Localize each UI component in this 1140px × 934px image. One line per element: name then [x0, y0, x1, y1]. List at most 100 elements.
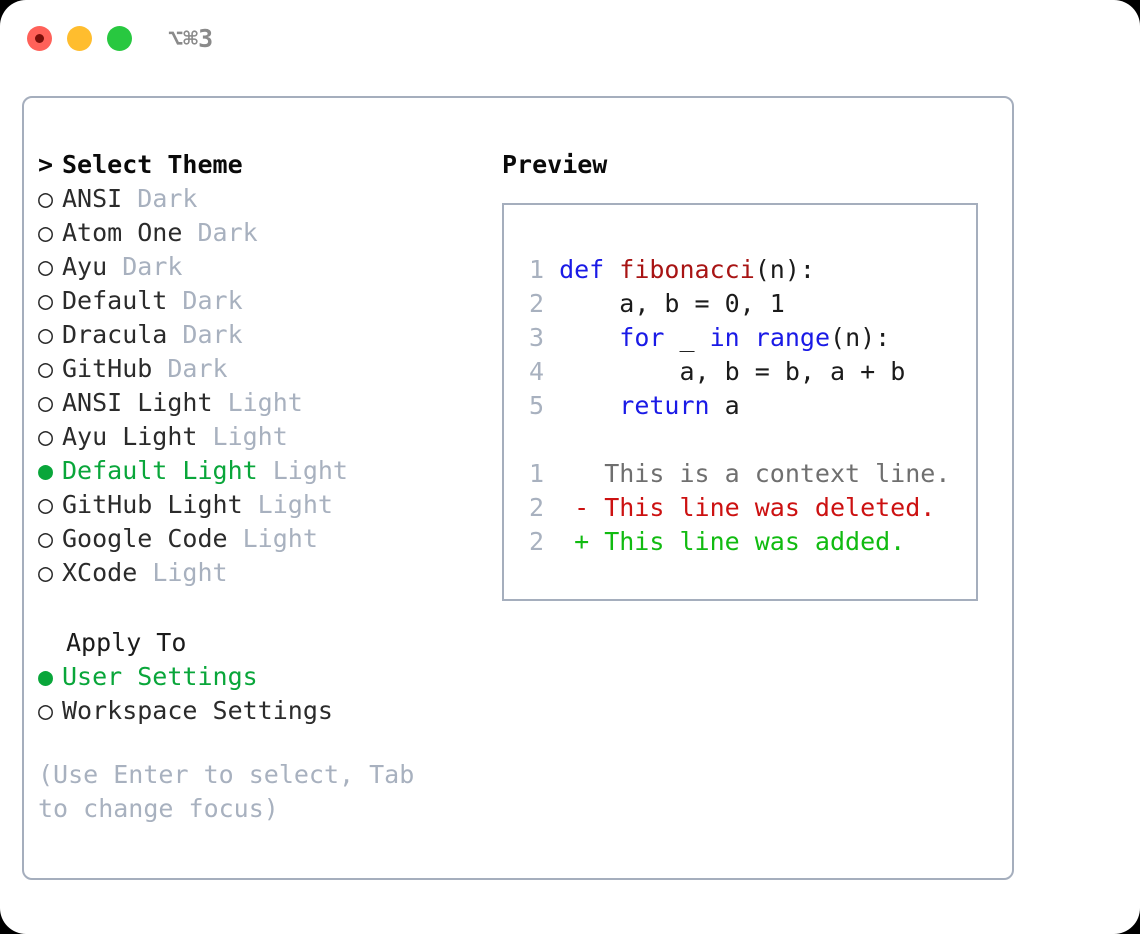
preview-column: Preview 1 def fibonacci(n):2 a, b = 0, 1…: [502, 148, 1002, 601]
radio-unselected-icon[interactable]: ○: [38, 354, 69, 383]
code-token: a, b = 0, 1: [559, 289, 785, 318]
theme-name: Atom One: [62, 218, 198, 247]
diff-text: This is a context line.: [589, 459, 951, 488]
theme-variant-badge: Light: [227, 388, 303, 417]
close-button[interactable]: [27, 26, 52, 51]
apply-to-label: User Settings: [62, 662, 258, 691]
minimize-button[interactable]: [67, 26, 92, 51]
apply-to-option[interactable]: ○ Workspace Settings: [38, 694, 498, 728]
recording-indicator-icon: [35, 34, 44, 43]
keyboard-hint: (Use Enter to select, Tab to change focu…: [38, 760, 430, 823]
radio-unselected-icon[interactable]: ○: [38, 524, 69, 553]
line-number: 2: [528, 289, 544, 318]
radio-selected-icon[interactable]: ●: [38, 662, 69, 691]
theme-list-item[interactable]: ○ Default Dark: [38, 284, 498, 318]
theme-variant-badge: Dark: [122, 252, 183, 281]
theme-variant-badge: Light: [242, 524, 318, 553]
theme-list-item[interactable]: ○ XCode Light: [38, 556, 498, 590]
code-token: _: [664, 323, 710, 352]
theme-list-item[interactable]: ○ Ayu Light Light: [38, 420, 498, 454]
line-number: 3: [528, 323, 544, 352]
theme-list-item[interactable]: ○ Dracula Dark: [38, 318, 498, 352]
code-token: (n):: [830, 323, 891, 352]
radio-unselected-icon[interactable]: ○: [38, 218, 69, 247]
theme-variant-badge: Light: [212, 422, 288, 451]
theme-variant-badge: Light: [257, 490, 333, 519]
radio-unselected-icon[interactable]: ○: [38, 696, 69, 725]
radio-unselected-icon[interactable]: ○: [38, 490, 69, 519]
theme-name: GitHub Light: [62, 490, 258, 519]
apply-to-label: Workspace Settings: [62, 696, 333, 725]
line-number: 2: [528, 527, 544, 556]
theme-name: Default Light: [62, 456, 273, 485]
theme-list-item[interactable]: ○ Atom One Dark: [38, 216, 498, 250]
theme-name: ANSI: [62, 184, 138, 213]
theme-name: Ayu Light: [62, 422, 213, 451]
code-indent: [544, 289, 559, 318]
code-line: 2 a, b = 0, 1: [518, 287, 970, 321]
code-token: a: [709, 391, 740, 420]
diff-text: This line was deleted.: [589, 493, 936, 522]
code-token: (n):: [754, 255, 815, 284]
radio-unselected-icon[interactable]: ○: [38, 320, 69, 349]
code-token: a, b = b, a + b: [559, 357, 906, 386]
theme-name: ANSI Light: [62, 388, 228, 417]
theme-list-item[interactable]: ○ GitHub Dark: [38, 352, 498, 386]
caret-icon: >: [38, 150, 54, 179]
radio-unselected-icon[interactable]: ○: [38, 252, 69, 281]
diff-marker: +: [544, 527, 590, 556]
theme-list-item[interactable]: ○ ANSI Dark: [38, 182, 498, 216]
code-indent: [544, 323, 559, 352]
radio-unselected-icon[interactable]: ○: [38, 184, 69, 213]
code-token: for: [619, 323, 665, 352]
code-line: 5 return a: [518, 389, 970, 423]
title-bar: ⌥⌘3: [0, 0, 1140, 78]
radio-selected-icon[interactable]: ●: [38, 456, 69, 485]
theme-name: XCode: [62, 558, 153, 587]
maximize-button[interactable]: [107, 26, 132, 51]
line-number: 1: [528, 459, 544, 488]
theme-list-item[interactable]: ○ Google Code Light: [38, 522, 498, 556]
keyboard-shortcut-label: ⌥⌘3: [168, 24, 214, 53]
theme-picker-panel: >Select Theme ○ ANSI Dark○ Atom One Dark…: [22, 96, 1014, 880]
line-number: 5: [528, 391, 544, 420]
theme-variant-badge: Dark: [167, 354, 228, 383]
diff-line: 2 + This line was added.: [518, 525, 970, 559]
theme-list-item[interactable]: ○ Ayu Dark: [38, 250, 498, 284]
theme-variant-badge: Dark: [197, 218, 258, 247]
diff-text: This line was added.: [589, 527, 906, 556]
code-token: [740, 323, 755, 352]
line-number: 1: [528, 255, 544, 284]
code-line: 1 def fibonacci(n):: [518, 253, 970, 287]
theme-list-item[interactable]: ○ ANSI Light Light: [38, 386, 498, 420]
theme-variant-badge: Dark: [137, 184, 198, 213]
page-title: >Select Theme: [38, 148, 498, 182]
code-token: return: [619, 391, 710, 420]
code-token: def: [559, 255, 620, 284]
code-token: in: [709, 323, 740, 352]
radio-unselected-icon[interactable]: ○: [38, 388, 69, 417]
theme-variant-badge: Light: [152, 558, 228, 587]
radio-unselected-icon[interactable]: ○: [38, 286, 69, 315]
apply-to-option[interactable]: ● User Settings: [38, 660, 498, 694]
theme-list-column: >Select Theme ○ ANSI Dark○ Atom One Dark…: [38, 148, 498, 826]
code-line: 3 for _ in range(n):: [518, 321, 970, 355]
apply-to-title: Apply To: [66, 628, 187, 657]
theme-variant-badge: Light: [272, 456, 348, 485]
theme-variant-badge: Dark: [182, 320, 243, 349]
radio-unselected-icon[interactable]: ○: [38, 558, 69, 587]
theme-list-item[interactable]: ○ GitHub Light Light: [38, 488, 498, 522]
diff-marker: -: [544, 493, 590, 522]
code-token: [559, 391, 619, 420]
radio-unselected-icon[interactable]: ○: [38, 422, 69, 451]
theme-name: Google Code: [62, 524, 243, 553]
theme-list-item[interactable]: ● Default Light Light: [38, 454, 498, 488]
traffic-lights: [27, 26, 132, 51]
code-indent: [544, 357, 559, 386]
code-token: fibonacci: [619, 255, 755, 284]
theme-name: Dracula: [62, 320, 183, 349]
